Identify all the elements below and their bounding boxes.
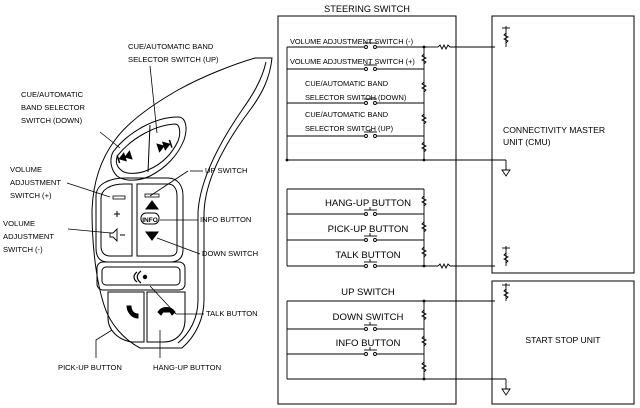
cmu-label-2: UNIT (CMU) bbox=[503, 137, 551, 147]
callout-down-switch: DOWN SWITCH bbox=[202, 247, 258, 260]
cmu-label-1: CONNECTIVITY MASTER bbox=[503, 125, 605, 135]
switch-hangup bbox=[364, 207, 377, 216]
callout-hangup-button-text: HANG-UP BUTTON bbox=[153, 363, 222, 372]
callout-info-button: INFO BUTTON bbox=[200, 213, 251, 226]
steering-wheel-illustration bbox=[91, 57, 273, 349]
callout-pickup-button-text: PICK-UP BUTTON bbox=[58, 363, 122, 372]
prev-track-icon bbox=[116, 150, 133, 164]
callout-up-switch: UP SWITCH bbox=[205, 164, 247, 177]
callout-talk-button-text: TALK BUTTON bbox=[206, 309, 258, 318]
ssu-label: START STOP UNIT bbox=[525, 335, 601, 345]
switch-pickup bbox=[364, 233, 377, 242]
next-track-icon bbox=[156, 139, 173, 153]
callout-down-switch-text: DOWN SWITCH bbox=[202, 249, 259, 258]
label-cue-down-1: CUE/AUTOMATIC BAND bbox=[305, 79, 388, 88]
callout-talk-button: TALK BUTTON bbox=[206, 307, 258, 320]
phone-button-ladder bbox=[286, 188, 495, 270]
callout-vol-minus-line1: VOLUME bbox=[3, 219, 36, 228]
callout-vol-plus-line1: VOLUME bbox=[10, 165, 43, 174]
callout-hangup-button: HANG-UP BUTTON bbox=[153, 361, 221, 374]
ssu-box: START STOP UNIT bbox=[491, 280, 635, 405]
info-icon: INFO bbox=[140, 212, 160, 225]
junction-dots bbox=[285, 45, 426, 381]
callout-up-switch-text: UP SWITCH bbox=[205, 166, 248, 175]
up-triangle-icon bbox=[144, 193, 160, 210]
callout-info-button-text: INFO BUTTON bbox=[200, 215, 252, 224]
callout-cue-down-line1: CUE/AUTOMATIC bbox=[21, 90, 84, 99]
volume-bar-icon bbox=[112, 195, 126, 200]
plus-icon bbox=[114, 211, 120, 217]
callout-vol-plus: VOLUME ADJUSTMENT SWITCH (+) bbox=[10, 163, 61, 202]
pickup-phone-icon bbox=[126, 305, 139, 319]
callout-vol-plus-line3: SWITCH (+) bbox=[10, 191, 52, 200]
talk-bar bbox=[96, 261, 186, 291]
upper-pad bbox=[110, 116, 187, 181]
switch-cue-down bbox=[364, 96, 377, 105]
label-cue-up-2: SELECTOR SWITCH (UP) bbox=[305, 124, 393, 133]
hangup-phone-icon bbox=[157, 307, 176, 316]
switch-vol-plus bbox=[364, 62, 377, 71]
callout-cue-up: CUE/AUTOMATIC BAND SELECTOR SWITCH (UP) bbox=[128, 40, 219, 66]
label-cue-down-2: SELECTOR SWITCH (DOWN) bbox=[305, 93, 406, 102]
label-vol-plus: VOLUME ADJUSTMENT SWITCH (+) bbox=[290, 57, 415, 66]
callout-vol-minus-line2: ADJUSTMENT bbox=[3, 232, 55, 241]
voice-talk-icon bbox=[133, 270, 148, 284]
unit-components bbox=[501, 26, 511, 396]
switch-cue-up bbox=[364, 129, 377, 138]
switch-vol-minus bbox=[364, 40, 377, 49]
label-cue-up-1: CUE/AUTOMATIC BAND bbox=[305, 110, 388, 119]
middle-pad bbox=[95, 177, 184, 263]
callout-vol-minus-line3: SWITCH (-) bbox=[3, 245, 43, 254]
callout-cue-down-line3: SWITCH (DOWN) bbox=[21, 116, 83, 125]
callout-vol-plus-line2: ADJUSTMENT bbox=[10, 178, 62, 187]
callout-cue-down-line2: BAND SELECTOR bbox=[21, 103, 86, 112]
speaker-icon bbox=[109, 227, 118, 243]
label-talk: TALK BUTTON bbox=[335, 250, 400, 261]
down-triangle-icon bbox=[145, 231, 159, 241]
switch-info bbox=[364, 347, 377, 356]
label-vol-minus: VOLUME ADJUSTMENT SWITCH (-) bbox=[290, 37, 413, 46]
label-pickup: PICK-UP BUTTON bbox=[328, 224, 409, 235]
leader-lines bbox=[66, 65, 204, 358]
label-hangup: HANG-UP BUTTON bbox=[325, 198, 411, 209]
ssu-switch-ladder bbox=[286, 300, 507, 389]
steering-switch-box: STEERING SWITCH bbox=[277, 4, 457, 405]
callout-cue-down: CUE/AUTOMATIC BAND SELECTOR SWITCH (DOWN… bbox=[21, 88, 85, 127]
label-down-switch: DOWN SWITCH bbox=[333, 312, 404, 323]
callout-cue-up-line2: SELECTOR SWITCH (UP) bbox=[128, 55, 219, 64]
steering-icons: INFO bbox=[109, 139, 176, 319]
callout-pickup-button: PICK-UP BUTTON bbox=[58, 361, 122, 374]
switch-down bbox=[364, 322, 377, 331]
cmu-box: CONNECTIVITY MASTER UNIT (CMU) bbox=[491, 15, 635, 274]
label-up-switch: UP SWITCH bbox=[341, 287, 395, 298]
schematic-labels: VOLUME ADJUSTMENT SWITCH (-) VOLUME ADJU… bbox=[290, 37, 415, 349]
callout-cue-up-line1: CUE/AUTOMATIC BAND bbox=[128, 42, 214, 51]
switch-contacts bbox=[364, 40, 377, 356]
label-info-button: INFO BUTTON bbox=[336, 338, 401, 349]
upper-switch-ladder bbox=[286, 43, 507, 170]
callout-vol-minus: VOLUME ADJUSTMENT SWITCH (-) bbox=[3, 217, 54, 256]
rail-resistors bbox=[420, 53, 428, 373]
steering-switch-title: STEERING SWITCH bbox=[324, 4, 410, 14]
switch-talk bbox=[364, 259, 377, 268]
info-icon-text: INFO bbox=[142, 217, 158, 224]
